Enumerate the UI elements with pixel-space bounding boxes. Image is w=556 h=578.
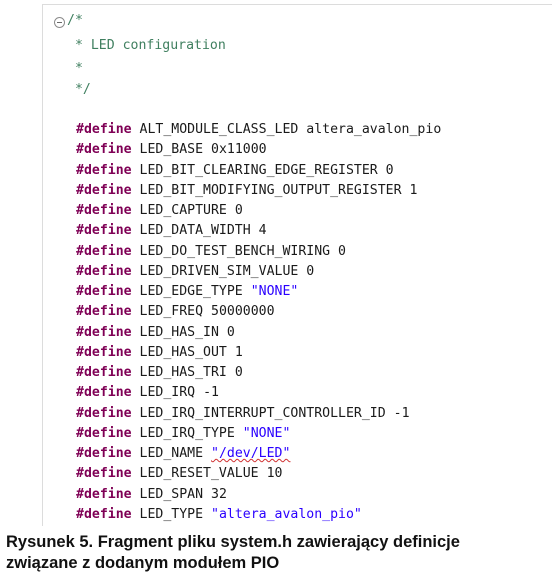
define-name: LED_BASE xyxy=(139,142,204,158)
caption-line-1: Rysunek 5. Fragment pliku system.h zawie… xyxy=(6,533,460,551)
define-name: LED_RESET_VALUE xyxy=(139,466,259,482)
define-keyword: #define xyxy=(76,506,132,522)
define-name: LED_SPAN xyxy=(139,486,204,502)
define-line: #define LED_HAS_IN 0 xyxy=(76,323,235,343)
define-name: LED_EDGE_TYPE xyxy=(139,284,243,299)
define-value: 0 xyxy=(234,203,243,218)
define-value: "NONE" xyxy=(250,284,299,299)
define-name: LED_HAS_IN xyxy=(139,324,219,340)
define-name: LED_IRQ_TYPE xyxy=(139,425,235,441)
define-name: LED_DO_TEST_BENCH_WIRING xyxy=(139,243,331,259)
define-line: #define LED_IRQ -1 xyxy=(76,383,219,403)
define-name: LED_BIT_CLEARING_EDGE_REGISTER xyxy=(139,162,378,178)
define-line: #define LED_IRQ_TYPE "NONE" xyxy=(76,424,290,444)
define-line: #define LED_EDGE_TYPE "NONE" xyxy=(76,282,298,302)
define-keyword: #define xyxy=(76,324,132,340)
define-keyword: #define xyxy=(76,385,132,401)
define-line: #define LED_HAS_TRI 0 xyxy=(76,363,243,383)
define-keyword: #define xyxy=(76,223,132,239)
define-name: LED_CAPTURE xyxy=(139,203,227,218)
define-value: 0 xyxy=(306,263,315,279)
define-keyword: #define xyxy=(76,365,132,380)
define-keyword: #define xyxy=(76,243,132,259)
define-name: ALT_MODULE_CLASS_LED xyxy=(139,122,299,137)
define-value: 0x11000 xyxy=(211,142,267,158)
caption-line-2: związane z dodanym modułem PIO xyxy=(6,554,280,572)
define-name: LED_IRQ_INTERRUPT_CONTROLLER_ID xyxy=(139,405,386,421)
define-value: -1 xyxy=(393,405,410,421)
define-keyword: #define xyxy=(76,405,132,421)
collapse-icon[interactable] xyxy=(54,17,65,28)
define-name: LED_HAS_OUT xyxy=(139,344,227,360)
define-value: 0 xyxy=(226,324,235,340)
figure-caption: Rysunek 5. Fragment pliku system.h zawie… xyxy=(6,532,546,574)
define-name: LED_NAME xyxy=(139,446,204,461)
define-line: #define LED_BIT_MODIFYING_OUTPUT_REGISTE… xyxy=(76,181,417,201)
define-line: #define LED_TYPE "altera_avalon_pio" xyxy=(76,505,362,525)
define-name: LED_IRQ xyxy=(139,385,196,401)
comment-title: * LED configuration xyxy=(67,38,226,53)
define-value: -1 xyxy=(203,385,219,401)
define-name: LED_FREQ xyxy=(139,304,204,320)
define-value: 4 xyxy=(258,223,267,239)
comment-open: /* xyxy=(67,13,83,28)
define-value: 0 xyxy=(234,365,243,380)
define-value: 0 xyxy=(338,243,346,259)
define-keyword: #define xyxy=(76,344,132,360)
define-line: #define LED_DO_TEST_BENCH_WIRING 0 xyxy=(76,242,346,262)
define-value: "altera_avalon_pio" xyxy=(211,506,362,522)
define-name: LED_DRIVEN_SIM_VALUE xyxy=(139,263,299,279)
define-value: 32 xyxy=(211,486,227,502)
define-keyword: #define xyxy=(76,284,132,299)
define-line: #define LED_IRQ_INTERRUPT_CONTROLLER_ID … xyxy=(76,404,410,424)
define-value: 1 xyxy=(234,344,243,360)
define-name: LED_TYPE xyxy=(139,506,204,522)
define-line: #define LED_RESET_VALUE 10 xyxy=(76,464,282,484)
comment-close: */ xyxy=(67,82,91,97)
define-keyword: #define xyxy=(76,466,132,482)
define-value: 1 xyxy=(409,182,418,198)
define-keyword: #define xyxy=(76,162,132,178)
define-value: 0 xyxy=(385,162,394,178)
code-editor[interactable]: /* * LED configuration * */ #define ALT_… xyxy=(42,4,552,526)
define-keyword: #define xyxy=(76,203,132,218)
define-value: 50000000 xyxy=(211,304,275,320)
define-name: LED_DATA_WIDTH xyxy=(139,223,251,239)
define-line: #define LED_BIT_CLEARING_EDGE_REGISTER 0 xyxy=(76,161,394,181)
define-keyword: #define xyxy=(76,142,132,158)
comment-blank: * xyxy=(67,61,83,76)
define-keyword: #define xyxy=(76,446,132,461)
define-line: #define LED_DRIVEN_SIM_VALUE 0 xyxy=(76,262,314,282)
define-line: #define LED_CAPTURE 0 xyxy=(76,201,243,221)
define-line: #define LED_DATA_WIDTH 4 xyxy=(76,221,267,241)
define-keyword: #define xyxy=(76,122,132,137)
define-line: #define LED_FREQ 50000000 xyxy=(76,302,275,322)
define-keyword: #define xyxy=(76,263,132,279)
define-name: LED_BIT_MODIFYING_OUTPUT_REGISTER xyxy=(139,182,402,198)
define-line: #define LED_HAS_OUT 1 xyxy=(76,343,243,363)
define-keyword: #define xyxy=(76,182,132,198)
define-keyword: #define xyxy=(76,304,132,320)
define-keyword: #define xyxy=(76,425,132,441)
define-name: LED_HAS_TRI xyxy=(139,365,227,380)
define-line: #define LED_BASE 0x11000 xyxy=(76,140,267,160)
define-line: #define LED_NAME "/dev/LED" xyxy=(76,444,290,464)
define-value: "/dev/LED" xyxy=(211,446,291,461)
define-value: altera_avalon_pio xyxy=(306,122,442,137)
define-keyword: #define xyxy=(76,486,132,502)
define-value: 10 xyxy=(266,466,283,482)
define-line: #define LED_SPAN 32 xyxy=(76,485,227,505)
define-line: #define ALT_MODULE_CLASS_LED altera_aval… xyxy=(76,120,441,140)
define-value: "NONE" xyxy=(242,425,291,441)
